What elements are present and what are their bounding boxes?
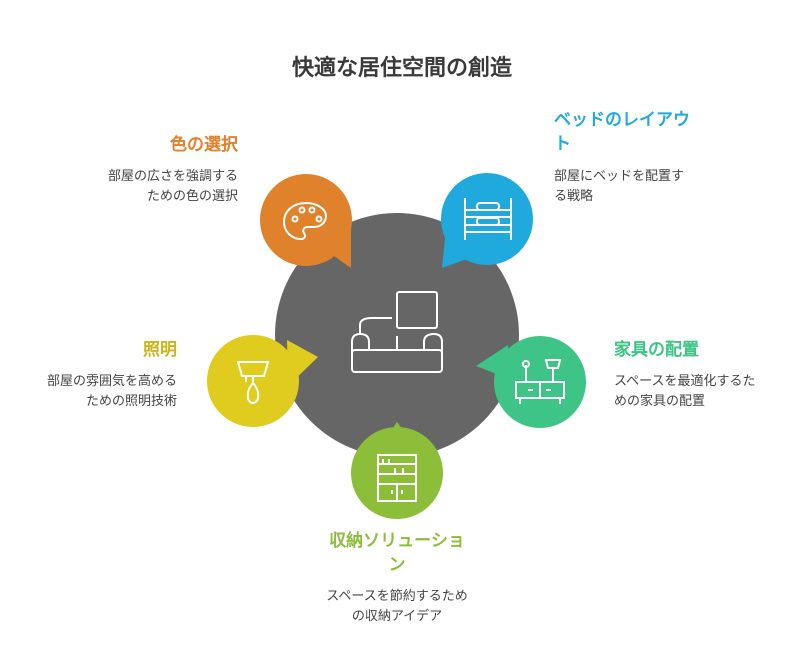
lamp-icon <box>236 361 270 405</box>
lighting-heading: 照明 <box>143 340 177 360</box>
lighting-desc: 部屋の雰囲気を高める ための照明技術 <box>46 374 177 409</box>
cabinet-icon <box>377 454 417 502</box>
storage-desc: スペースを節約するため の収納アイデア <box>326 589 468 624</box>
color-selection-desc: 部屋の広さを強調する ための色の選択 <box>107 169 238 204</box>
center-circle <box>275 213 519 457</box>
palette-icon <box>282 201 328 241</box>
sofa-icon <box>351 291 443 373</box>
color-selection-circle <box>260 174 352 266</box>
page-title: 快適な居住空間の創造 <box>291 56 512 81</box>
furniture-heading: 家具の配置 <box>614 340 699 360</box>
bunk-bed-icon <box>464 198 512 240</box>
storage-heading: 収納ソリューショ ン <box>329 531 465 575</box>
furniture-desc: スペースを最適化するた めの家具の配置 <box>614 374 756 409</box>
bed-layout-desc: 部屋にベッドを配置す る戦略 <box>554 169 685 204</box>
furniture-icon <box>515 359 565 404</box>
color-selection-heading: 色の選択 <box>170 135 238 155</box>
bed-layout-heading: ベッドのレイアウ ト <box>554 110 690 154</box>
